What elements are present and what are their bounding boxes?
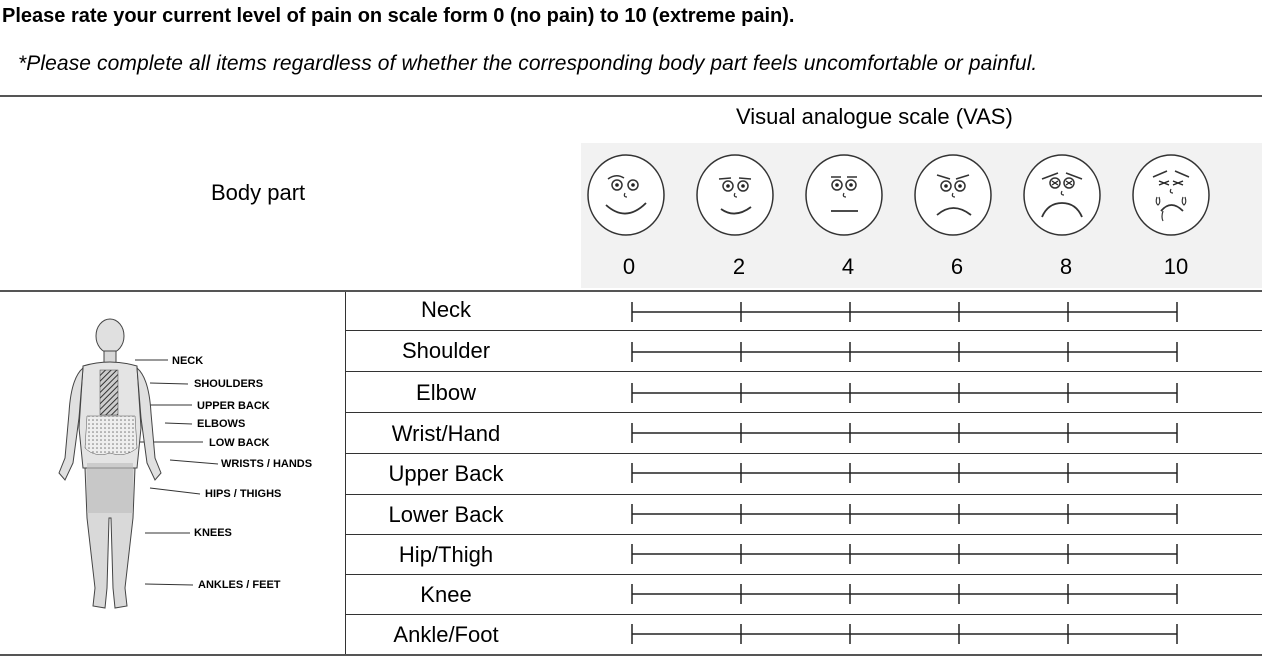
row-label-elbow: Elbow [416, 380, 476, 405]
vas-scale-ankle-foot[interactable] [631, 624, 1178, 644]
row-label-wrist-hand: Wrist/Hand [391, 421, 501, 446]
body-label-ankles-feet: ANKLES / FEET [198, 579, 281, 591]
vas-scale-elbow[interactable] [631, 383, 1178, 403]
column-header-vas: Visual analogue scale (VAS) [736, 104, 1013, 129]
neutral-face-icon [805, 154, 883, 236]
vas-scale-hip-thigh[interactable] [631, 544, 1178, 564]
scale-point-6: 6 [950, 254, 964, 279]
row-divider [345, 330, 1262, 331]
row-label-upper-back: Upper Back [388, 461, 504, 486]
column-header-body-part: Body part [211, 180, 306, 205]
body-label-hips-thighs: HIPS / THIGHS [205, 488, 282, 500]
crying-face-icon [1132, 154, 1210, 236]
vas-scale-shoulder[interactable] [631, 342, 1178, 362]
table-header-rule [0, 290, 1262, 292]
vas-scale-knee[interactable] [631, 584, 1178, 604]
row-divider [345, 614, 1262, 615]
form-instruction-note: *Please complete all items regardless of… [18, 52, 1038, 75]
body-label-low-back: LOW BACK [209, 437, 270, 449]
row-label-lower-back: Lower Back [388, 502, 504, 527]
frowning-face-icon [914, 154, 992, 236]
body-map-figure [58, 318, 162, 609]
body-map-divider [345, 292, 346, 654]
scale-point-10: 10 [1163, 254, 1189, 279]
row-label-neck: Neck [420, 297, 472, 322]
distressed-face-icon [1023, 154, 1101, 236]
row-divider [345, 453, 1262, 454]
row-divider [345, 412, 1262, 413]
table-top-rule [0, 95, 1262, 97]
row-divider [345, 574, 1262, 575]
scale-point-8: 8 [1059, 254, 1073, 279]
body-label-shoulders: SHOULDERS [194, 378, 264, 390]
body-label-elbows: ELBOWS [197, 418, 246, 430]
scale-point-2: 2 [732, 254, 746, 279]
slight-smile-face-icon [696, 154, 774, 236]
row-label-shoulder: Shoulder [401, 338, 491, 363]
row-divider [345, 534, 1262, 535]
row-divider [345, 494, 1262, 495]
row-label-hip-thigh: Hip/Thigh [398, 542, 494, 567]
body-label-wrists-hands: WRISTS / HANDS [221, 458, 313, 470]
scale-point-0: 0 [622, 254, 636, 279]
vas-scale-wrist-hand[interactable] [631, 423, 1178, 443]
body-label-neck: NECK [172, 355, 204, 367]
row-label-ankle-foot: Ankle/Foot [393, 622, 499, 647]
vas-scale-neck[interactable] [631, 302, 1178, 322]
form-title: Please rate your current level of pain o… [2, 5, 795, 27]
scale-point-4: 4 [841, 254, 855, 279]
smiling-face-icon [587, 154, 665, 236]
row-label-knee: Knee [420, 582, 472, 607]
row-divider [345, 371, 1262, 372]
vas-scale-upper-back[interactable] [631, 463, 1178, 483]
table-bottom-rule [0, 654, 1262, 656]
vas-scale-lower-back[interactable] [631, 504, 1178, 524]
body-label-upper-back: UPPER BACK [197, 400, 270, 412]
body-label-knees: KNEES [194, 527, 232, 539]
